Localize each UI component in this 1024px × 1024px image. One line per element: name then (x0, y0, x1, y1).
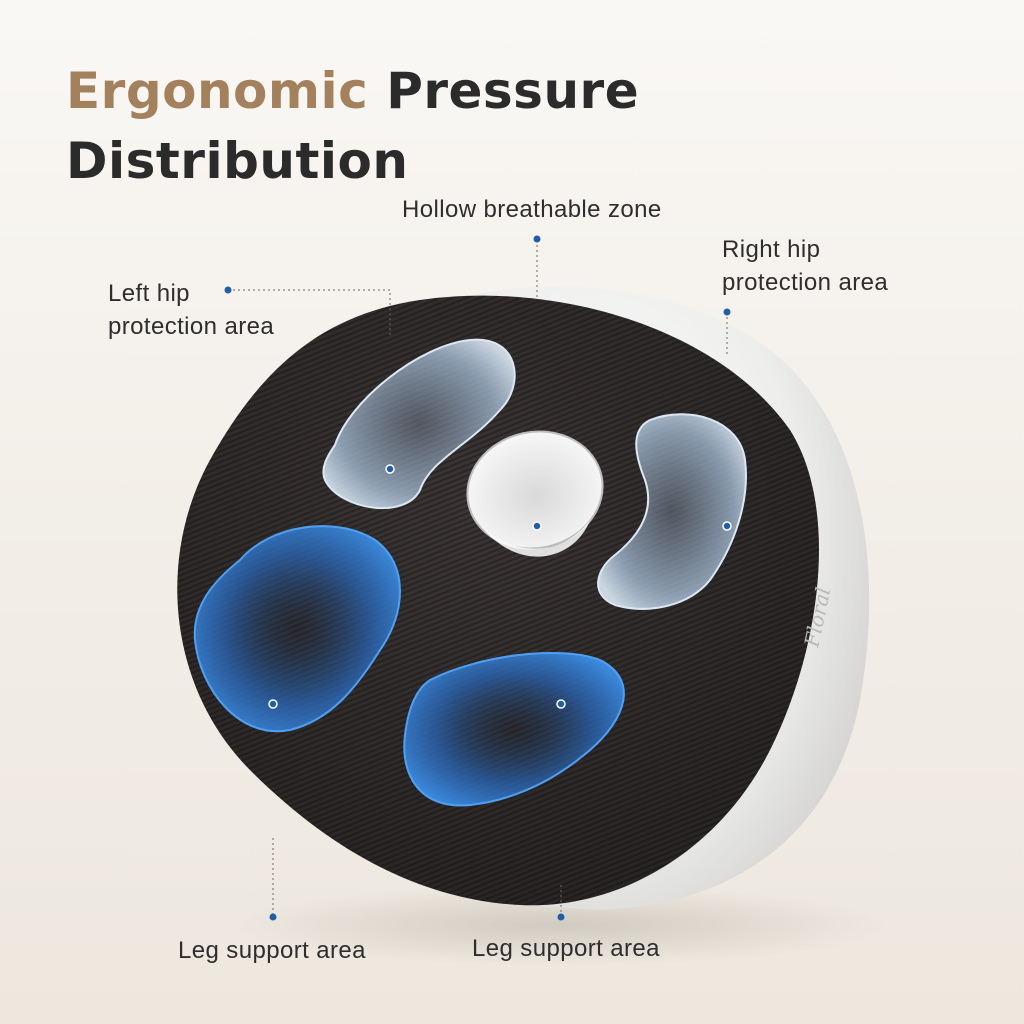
marker-left-hip-label (224, 286, 232, 294)
marker-leg-left-label (269, 913, 277, 921)
marker-right-hip-zone (722, 521, 732, 531)
callout-leaders (228, 240, 728, 915)
right-hip-zone (597, 413, 747, 610)
label-leg-right: Leg support area (472, 932, 660, 965)
left-hip-zone (322, 338, 516, 510)
marker-hollow-zone (532, 521, 542, 531)
label-left-hip-line1: Left hip (108, 280, 190, 307)
floor-shadow (230, 885, 890, 965)
zone-markers (268, 464, 732, 709)
label-right-hip-line1: Right hip (722, 236, 821, 263)
headline: Ergonomic Pressure Distribution (66, 56, 666, 196)
marker-left-hip-zone (385, 464, 395, 474)
headline-line1-rest: Pressure (386, 62, 640, 120)
headline-accent: Ergonomic (66, 62, 369, 120)
hollow-zone (466, 430, 604, 550)
label-leg-left-text: Leg support area (178, 937, 366, 964)
marker-right-hip-label (723, 308, 731, 316)
label-leg-right-text: Leg support area (472, 935, 660, 962)
label-hollow-text: Hollow breathable zone (402, 196, 662, 223)
headline-line2: Distribution (66, 132, 409, 190)
label-left-hip-line2: protection area (108, 313, 275, 340)
marker-hollow-label (533, 235, 541, 243)
right-leg-zone (403, 652, 625, 807)
callout-markers (224, 235, 731, 921)
label-right-hip-line2: protection area (722, 269, 889, 296)
marker-left-leg-zone (268, 699, 278, 709)
marker-leg-right-label (557, 913, 565, 921)
label-hollow-zone: Hollow breathable zone (402, 193, 662, 226)
label-right-hip: Right hip protection area (722, 233, 888, 299)
marker-right-leg-zone (556, 699, 566, 709)
left-leg-zone (193, 525, 401, 733)
label-left-hip: Left hip protection area (108, 277, 274, 343)
label-leg-left: Leg support area (178, 934, 366, 967)
